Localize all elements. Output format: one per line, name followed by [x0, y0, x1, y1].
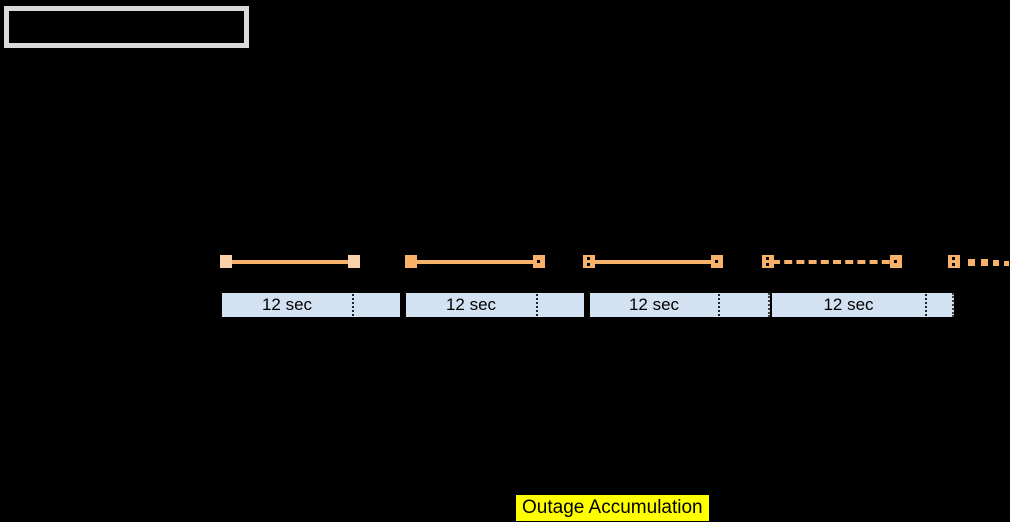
duration-bar-divider	[718, 294, 720, 316]
duration-bar-label: 12 sec	[261, 295, 313, 314]
timeline-marker-end-3	[711, 255, 723, 268]
marker-dot-icon	[894, 260, 897, 263]
duration-bar-label: 12 sec	[445, 295, 497, 314]
timeline-connector-line	[593, 260, 723, 264]
timeline-continuation-dot-icon	[993, 260, 999, 266]
timeline-continuation-dot-icon	[981, 259, 988, 266]
timeline-connector-line	[772, 260, 902, 264]
outage-accumulation-label: Outage Accumulation	[516, 495, 709, 521]
empty-legend-box	[4, 6, 249, 48]
duration-bar-divider	[536, 294, 538, 316]
timeline-marker-start-2	[405, 255, 417, 268]
timeline-marker-start-3	[583, 255, 595, 268]
duration-bar-right-edge	[768, 293, 770, 317]
timeline-marker-start-1	[220, 255, 232, 268]
timeline-link-4	[762, 255, 902, 269]
timeline-link-trailing	[948, 255, 962, 269]
timeline-link-3	[583, 255, 723, 269]
timeline-marker-start-4	[762, 255, 774, 268]
marker-dot-icon	[715, 260, 718, 263]
timeline-marker-trailing	[948, 255, 960, 268]
marker-dot-icon	[587, 257, 590, 260]
legend-box-content	[9, 11, 244, 43]
duration-bar-4: 12 sec	[772, 293, 954, 317]
marker-dot-icon	[766, 257, 769, 260]
timeline-continuation-dot-icon	[1004, 261, 1009, 266]
marker-dot-icon	[766, 263, 769, 266]
timeline-marker-end-1	[348, 255, 360, 268]
timeline-link-1	[220, 255, 360, 269]
duration-bar-2: 12 sec	[406, 293, 584, 317]
marker-dot-icon	[952, 257, 955, 260]
duration-bar-divider	[925, 294, 927, 316]
duration-bar-label: 12 sec	[823, 295, 874, 314]
timeline-connector-line	[415, 260, 545, 264]
timeline-marker-end-2	[533, 255, 545, 268]
duration-bar-label: 12 sec	[628, 295, 680, 314]
duration-bar-right-edge	[952, 293, 954, 317]
duration-bar-3: 12 sec	[590, 293, 770, 317]
duration-bar-divider	[352, 294, 354, 316]
timeline-connector-line	[230, 260, 360, 264]
duration-bar-1: 12 sec	[222, 293, 400, 317]
marker-dot-icon	[587, 263, 590, 266]
marker-dot-icon	[952, 263, 955, 266]
timeline-continuation-dot-icon	[968, 259, 975, 266]
timeline-link-2	[405, 255, 545, 269]
timeline-marker-end-4	[890, 255, 902, 268]
marker-dot-icon	[537, 260, 540, 263]
